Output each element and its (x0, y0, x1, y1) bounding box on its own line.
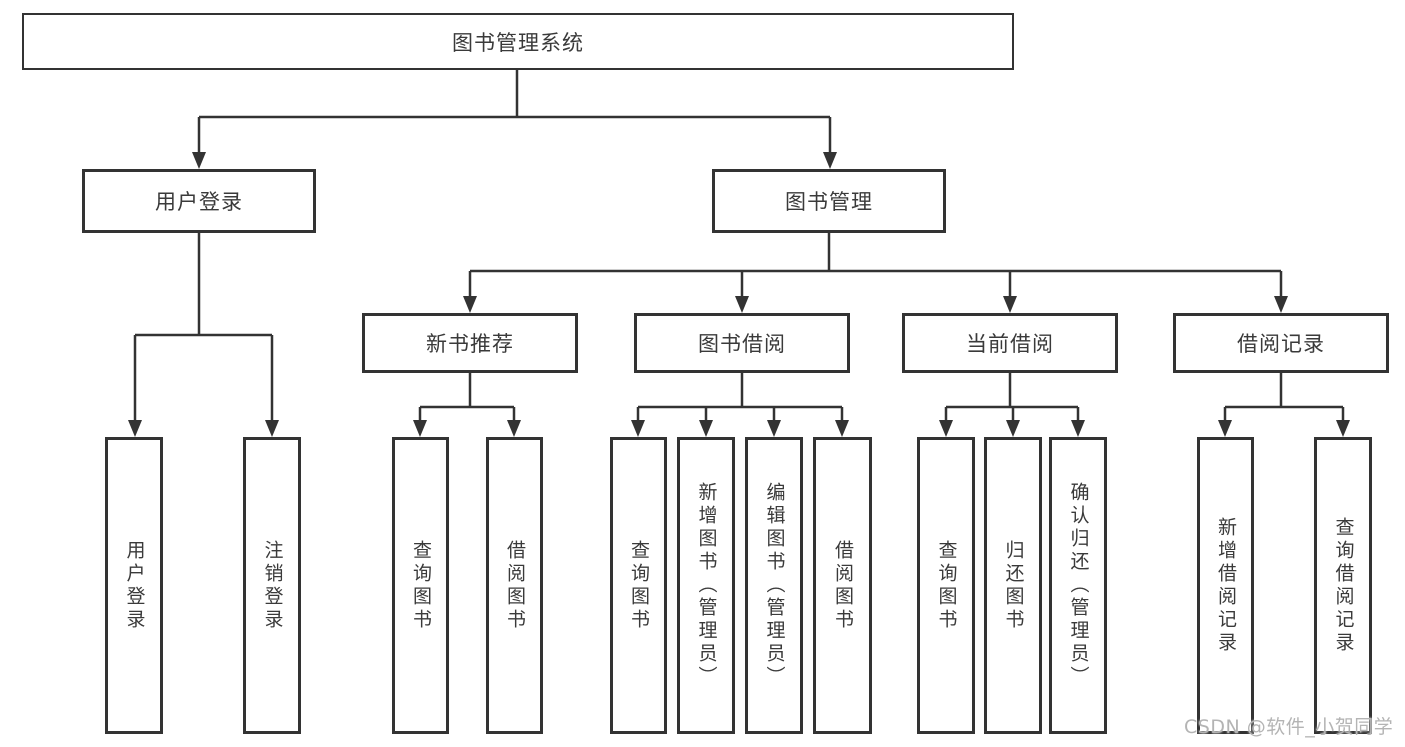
node-query-books-borrowing: 查询图书 (610, 437, 667, 734)
node-label: 借阅图书 (504, 539, 526, 632)
node-label: 图书借阅 (698, 332, 786, 356)
connector-current-borrowing (944, 373, 1080, 424)
arrowhead (413, 420, 427, 437)
arrowhead (192, 152, 206, 169)
connector-borrowing-records (1223, 373, 1345, 424)
node-label: 注销登录 (261, 539, 284, 632)
node-label: 借阅图书 (832, 539, 854, 632)
arrowhead (507, 420, 521, 437)
node-query-books-current: 查询图书 (917, 437, 975, 734)
node-add-borrow-record: 新增借阅记录 (1197, 437, 1254, 734)
node-label: 图书管理 (785, 190, 873, 214)
connector-book-borrowing (636, 373, 844, 424)
node-borrowing-records: 借阅记录 (1173, 313, 1389, 373)
node-user-login: 用户登录 (82, 169, 316, 233)
node-label: 查询图书 (935, 539, 958, 632)
node-label: 用户登录 (123, 539, 146, 632)
arrowhead (767, 420, 781, 437)
node-new-book-recommend: 新书推荐 (362, 313, 578, 373)
arrowhead (823, 152, 837, 169)
node-label: 查询图书 (628, 539, 650, 632)
node-query-books-recommend: 查询图书 (392, 437, 449, 734)
node-book-borrowing: 图书借阅 (634, 313, 850, 373)
node-logout: 注销登录 (243, 437, 301, 734)
arrowhead (835, 420, 849, 437)
node-label: 图书管理系统 (452, 30, 584, 55)
arrowhead (1006, 420, 1020, 437)
node-label: 查询图书 (410, 539, 432, 632)
connector-root (197, 69, 832, 156)
arrowhead (265, 420, 279, 437)
node-query-borrow-record: 查询借阅记录 (1314, 437, 1372, 734)
node-label: 当前借阅 (966, 332, 1054, 356)
node-label: 用户登录 (155, 190, 243, 214)
node-root: 图书管理系统 (22, 13, 1014, 70)
connector-new-book-recommend (418, 373, 516, 424)
node-current-borrowing: 当前借阅 (902, 313, 1118, 373)
arrowhead (463, 296, 477, 313)
arrowheads (128, 152, 1350, 437)
node-return-books: 归还图书 (984, 437, 1042, 734)
node-user-login-leaf: 用户登录 (105, 437, 163, 734)
node-label: 新增图书（管理员） (695, 482, 718, 689)
arrowhead (1003, 296, 1017, 313)
node-borrow-books-recommend: 借阅图书 (486, 437, 543, 734)
node-confirm-return-admin: 确认归还（管理员） (1049, 437, 1107, 734)
node-edit-book-admin: 编辑图书（管理员） (745, 437, 803, 734)
arrowhead (631, 420, 645, 437)
node-label: 归还图书 (1002, 539, 1025, 632)
node-add-book-admin: 新增图书（管理员） (677, 437, 735, 734)
arrowhead (1274, 296, 1288, 313)
arrowhead (939, 420, 953, 437)
arrowhead (128, 420, 142, 437)
node-label: 编辑图书（管理员） (763, 482, 786, 689)
node-label: 查询借阅记录 (1332, 516, 1355, 655)
node-label: 新增借阅记录 (1215, 516, 1237, 655)
arrowhead (1336, 420, 1350, 437)
node-label: 借阅记录 (1237, 332, 1325, 356)
arrowhead (1218, 420, 1232, 437)
watermark: CSDN @软件_小贺同学 (1184, 716, 1394, 738)
connector-book-management (468, 233, 1283, 300)
arrowhead (1071, 420, 1085, 437)
arrowhead (699, 420, 713, 437)
node-label: 确认归还（管理员） (1067, 482, 1090, 689)
node-label: 新书推荐 (426, 332, 514, 356)
arrowhead (735, 296, 749, 313)
node-book-management: 图书管理 (712, 169, 946, 233)
connector-user-login (133, 233, 274, 424)
node-borrow-books-borrowing: 借阅图书 (813, 437, 872, 734)
